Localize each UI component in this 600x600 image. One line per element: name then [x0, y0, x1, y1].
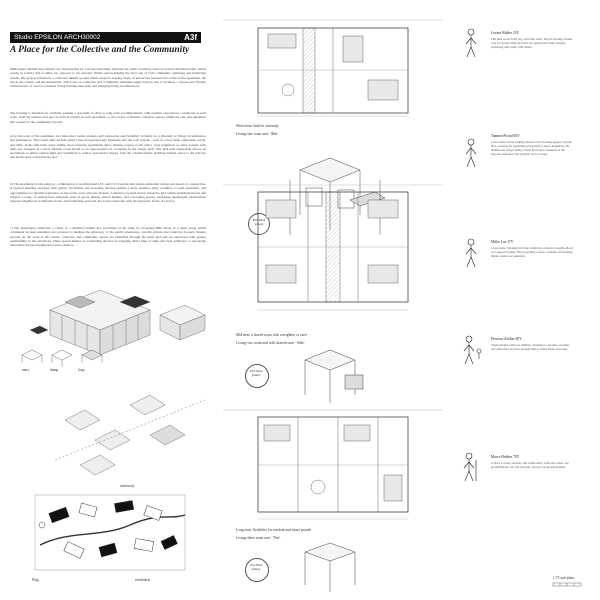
persona-figure-5 — [463, 452, 477, 482]
persona-figure-1 — [465, 28, 477, 58]
plan-3-subcaption: Living+three room unit - 70m² — [236, 536, 281, 540]
persona-name-1: Levain Walker 23Y — [491, 31, 520, 35]
typology-sketches — [21, 349, 103, 367]
persona-desc-3: Lives alone. Working full time within th… — [491, 246, 573, 258]
studio-header: Studio EPSILON ARCH30002 A3f — [10, 32, 201, 43]
joinery-percent-1: 80% fixed joinery — [252, 218, 266, 226]
persona-name-4: Precious Soldier 40Y — [491, 337, 522, 341]
label-loop: loop — [78, 368, 85, 372]
label-entry: entry — [22, 368, 30, 372]
studio-name: Studio EPSILON ARCH30002 — [14, 34, 101, 41]
label-dump: dump — [50, 368, 59, 372]
persona-desc-5: A place to retire securely and comfortab… — [491, 461, 569, 469]
persona-figure-4 — [463, 335, 482, 365]
plan-2-caption: Mid term: a shared room with a neighbor … — [236, 333, 308, 337]
persona-desc-1: Full time work in the city, part time st… — [491, 37, 573, 49]
joinery-ring-2 — [245, 364, 269, 388]
joinery-percent-3: 15% fixed joinery — [249, 563, 263, 571]
persona-desc-2: Lives alone, and is seeking entrance int… — [491, 140, 573, 156]
label-university: university — [120, 484, 135, 488]
project-code: A3f — [184, 33, 197, 42]
persona-figure-3 — [465, 238, 477, 268]
masterplan-axonometric — [54, 394, 206, 476]
unit-plan-mid-term — [223, 184, 443, 311]
joinery-ring-1 — [248, 213, 270, 235]
scale-bar — [552, 582, 582, 587]
apartment-paragraph: a) At the scale of the apartment, two hi… — [10, 134, 206, 160]
joinery-percent-2: 30% fixed joinery — [249, 369, 263, 377]
label-ping: Ping — [32, 578, 39, 582]
persona-name-5: Marco Hobbes 70Y — [491, 455, 520, 459]
unit-plan-short-term — [223, 19, 443, 117]
persona-figure-2 — [465, 138, 477, 168]
blocks-paragraph: b) The apartment blocks employ a combina… — [10, 182, 206, 204]
site-plan-diagram — [34, 494, 186, 571]
plan-1-subcaption: Living+one room unit - 40m² — [236, 132, 279, 136]
joinery-axonometric-3 — [304, 542, 356, 592]
plan-3-caption: Long term: flexibility for resident and … — [236, 528, 312, 532]
persona-name-3: Miller Lee 37Y — [491, 240, 514, 244]
intro-paragraph: Melbourne's middle ring suburbs are char… — [10, 67, 206, 89]
unit-plan-long-term — [223, 409, 443, 520]
persona-name-2: Tanmen Picard 60Y — [491, 134, 520, 138]
plan-1-caption: Short-term: built-in comunity — [236, 124, 279, 128]
joinery-axonometric-2 — [304, 349, 364, 403]
joinery-ring-3 — [245, 558, 269, 582]
housing-paragraph: The housing is intended for residents se… — [10, 111, 206, 124]
axonometric-cluster-diagram — [29, 289, 206, 356]
page-title: A Place for the Collective and the Commu… — [10, 45, 190, 55]
masterplan-paragraph: c) The masterplan celebrates a vision of… — [10, 226, 206, 248]
persona-desc-4: Single mother with two children. Studyin… — [491, 343, 570, 351]
scale-note: 1:75 unit plans — [553, 576, 575, 580]
label-residential: residential — [135, 578, 150, 582]
plan-2-subcaption: Living+two room unit with shared room - … — [236, 341, 305, 345]
